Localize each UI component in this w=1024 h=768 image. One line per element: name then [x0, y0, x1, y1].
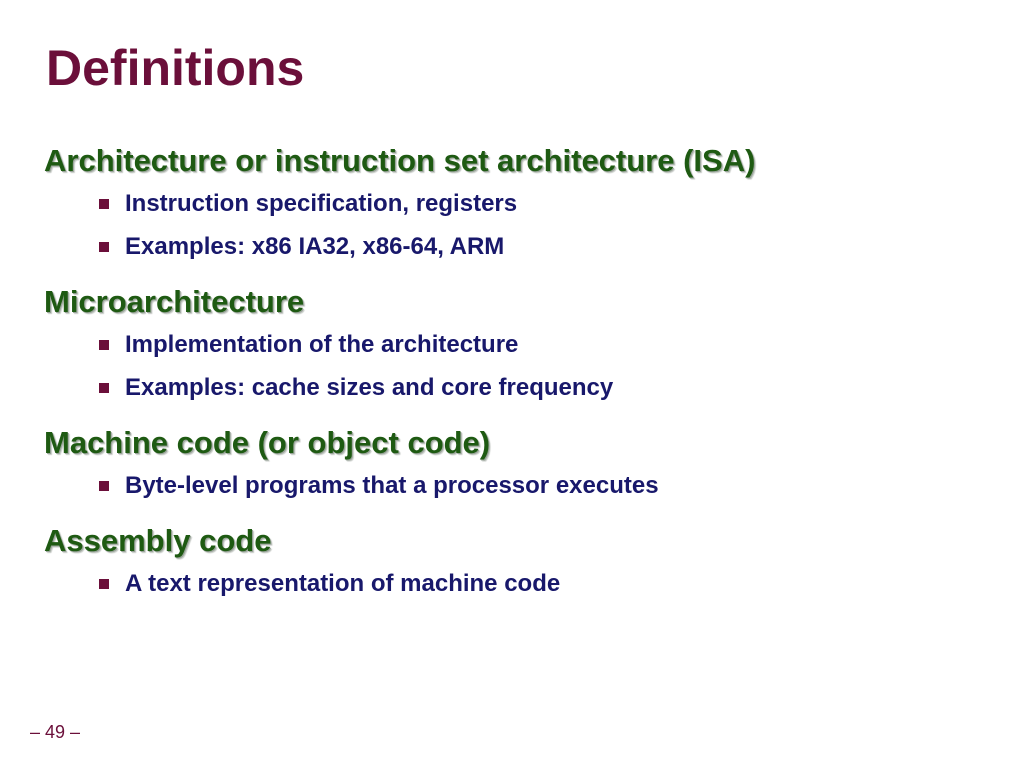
bullet-list: Byte-level programs that a processor exe… [44, 464, 1004, 507]
section-heading: Machine code (or object code) [44, 425, 491, 460]
square-bullet-icon [99, 382, 109, 393]
bullet-item: A text representation of machine code [99, 562, 1004, 605]
bullet-text: Instruction specification, registers [125, 189, 518, 217]
square-bullet-icon [99, 241, 109, 252]
section-assembly-code: Assembly code A text representation of m… [44, 520, 1004, 605]
bullet-list: Instruction specification, registers Exa… [44, 182, 1004, 268]
section-microarchitecture: Microarchitecture Implementation of the … [44, 281, 1004, 409]
square-bullet-icon [99, 339, 109, 350]
bullet-text: Byte-level programs that a processor exe… [125, 471, 659, 499]
page-number: – 49 – [30, 722, 81, 742]
bullet-item: Implementation of the architecture [99, 323, 1004, 366]
bullet-item: Byte-level programs that a processor exe… [99, 464, 1004, 507]
slide-content: Architecture or instruction set architec… [44, 140, 1004, 605]
bullet-text: A text representation of machine code [125, 569, 561, 597]
bullet-text: Implementation of the architecture [125, 330, 519, 358]
square-bullet-icon [99, 198, 109, 209]
section-heading: Microarchitecture [44, 284, 305, 319]
square-bullet-icon [99, 578, 109, 589]
bullet-list: A text representation of machine code [44, 562, 1004, 605]
slide-title: Definitions [46, 40, 305, 96]
section-heading: Architecture or instruction set architec… [44, 143, 756, 178]
bullet-text: Examples: x86 IA32, x86-64, ARM [125, 232, 505, 260]
bullet-text: Examples: cache sizes and core frequency [125, 373, 614, 401]
bullet-item: Examples: cache sizes and core frequency [99, 366, 1004, 409]
section-heading: Assembly code [44, 523, 272, 558]
bullet-item: Instruction specification, registers [99, 182, 1004, 225]
bullet-list: Implementation of the architecture Examp… [44, 323, 1004, 409]
bullet-item: Examples: x86 IA32, x86-64, ARM [99, 225, 1004, 268]
section-isa: Architecture or instruction set architec… [44, 140, 1004, 268]
section-machine-code: Machine code (or object code) Byte-level… [44, 422, 1004, 507]
square-bullet-icon [99, 480, 109, 491]
